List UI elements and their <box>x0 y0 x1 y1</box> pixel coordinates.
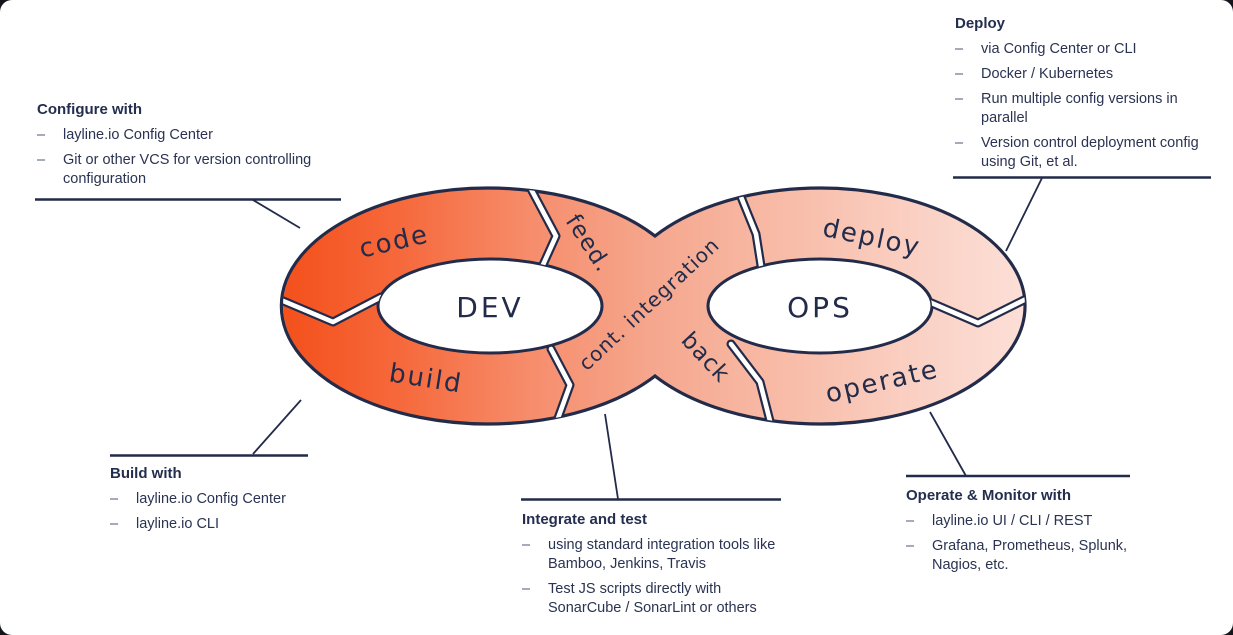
dash-bullet: – <box>522 581 531 597</box>
operate-leader-line <box>929 411 967 477</box>
callout-item-text: Grafana, Prometheus, Splunk, Nagios, etc… <box>932 538 1128 573</box>
callout-item-text: Docker / Kubernetes <box>981 66 1114 82</box>
configure-leader-line <box>252 199 301 229</box>
separator-code-build-gap <box>283 294 384 325</box>
callout-integrate: Integrate and test – using standard inte… <box>522 510 796 624</box>
dash-bullet: – <box>906 538 915 554</box>
callout-item-text: Run multiple config versions in parallel <box>981 91 1178 126</box>
callout-item-text: layline.io Config Center <box>136 491 286 507</box>
dash-bullet: – <box>37 127 46 143</box>
infinity-band-fill <box>283 188 1025 424</box>
ops-label: OPS <box>787 291 853 324</box>
callout-item: – Test JS scripts directly with SonarCub… <box>522 580 796 618</box>
callout-item: – Run multiple config versions in parall… <box>955 90 1199 128</box>
dash-bullet: – <box>955 66 964 82</box>
callout-item: – layline.io CLI <box>110 515 350 534</box>
callout-deploy: Deploy – via Config Center or CLI – Dock… <box>955 14 1199 178</box>
callout-configure-title: Configure with <box>37 101 142 118</box>
build-leader-line <box>252 399 302 455</box>
callout-item: – layline.io UI / CLI / REST <box>906 512 1138 531</box>
callout-configure: Configure with – layline.io Config Cente… <box>37 100 322 195</box>
separator-code-feed-gap <box>528 188 559 270</box>
dash-bullet: – <box>955 91 964 107</box>
right-loop-outline <box>653 186 1027 426</box>
dash-bullet: – <box>522 537 531 553</box>
callout-item-text: Git or other VCS for version controlling… <box>63 152 312 187</box>
callout-build-title: Build with <box>110 465 182 482</box>
callout-item-text: layline.io CLI <box>136 516 220 532</box>
callout-item-text: using standard integration tools like Ba… <box>548 537 776 572</box>
dash-bullet: – <box>37 152 46 168</box>
callout-item: – layline.io Config Center <box>37 126 322 145</box>
segment-separators <box>283 188 1025 424</box>
dev-hub-outline <box>376 257 604 355</box>
callout-item: – Version control deployment config usin… <box>955 134 1199 172</box>
callout-item: – Grafana, Prometheus, Splunk, Nagios, e… <box>906 537 1138 575</box>
dash-bullet: – <box>110 516 119 532</box>
callout-item: – using standard integration tools like … <box>522 536 796 574</box>
callout-integrate-title: Integrate and test <box>522 511 648 528</box>
callout-item: – Docker / Kubernetes <box>955 65 1199 84</box>
separator-back-operate-gap <box>728 341 773 424</box>
separator-ci-deploy-gap <box>736 189 765 275</box>
separator-deploy-operate-gap <box>924 296 1025 326</box>
callout-deploy-title: Deploy <box>955 15 1006 32</box>
callout-operate-title: Operate & Monitor with <box>906 487 1071 504</box>
callout-build: Build with – layline.io Config Center – … <box>110 464 350 540</box>
callout-item: – Git or other VCS for version controlli… <box>37 151 322 189</box>
callout-item-text: layline.io UI / CLI / REST <box>932 513 1093 529</box>
integrate-leader-line <box>604 413 619 500</box>
dash-bullet: – <box>955 41 964 57</box>
separator-build-ci-gap <box>548 346 573 424</box>
dev-label: DEV <box>456 291 523 324</box>
callout-item: – via Config Center or CLI <box>955 40 1199 59</box>
left-loop-outline <box>279 186 657 426</box>
callout-item-text: layline.io Config Center <box>63 127 213 143</box>
dash-bullet: – <box>110 491 119 507</box>
dash-bullet: – <box>955 135 964 151</box>
callout-lines <box>35 176 1211 501</box>
callout-item-text: Test JS scripts directly with SonarCube … <box>548 581 757 616</box>
callout-item-text: via Config Center or CLI <box>981 41 1137 57</box>
callout-item-text: Version control deployment config using … <box>981 135 1199 170</box>
callout-operate: Operate & Monitor with – layline.io UI /… <box>906 486 1138 581</box>
callout-item: – layline.io Config Center <box>110 490 350 509</box>
deploy-leader-line <box>1005 177 1043 252</box>
dash-bullet: – <box>906 513 915 529</box>
